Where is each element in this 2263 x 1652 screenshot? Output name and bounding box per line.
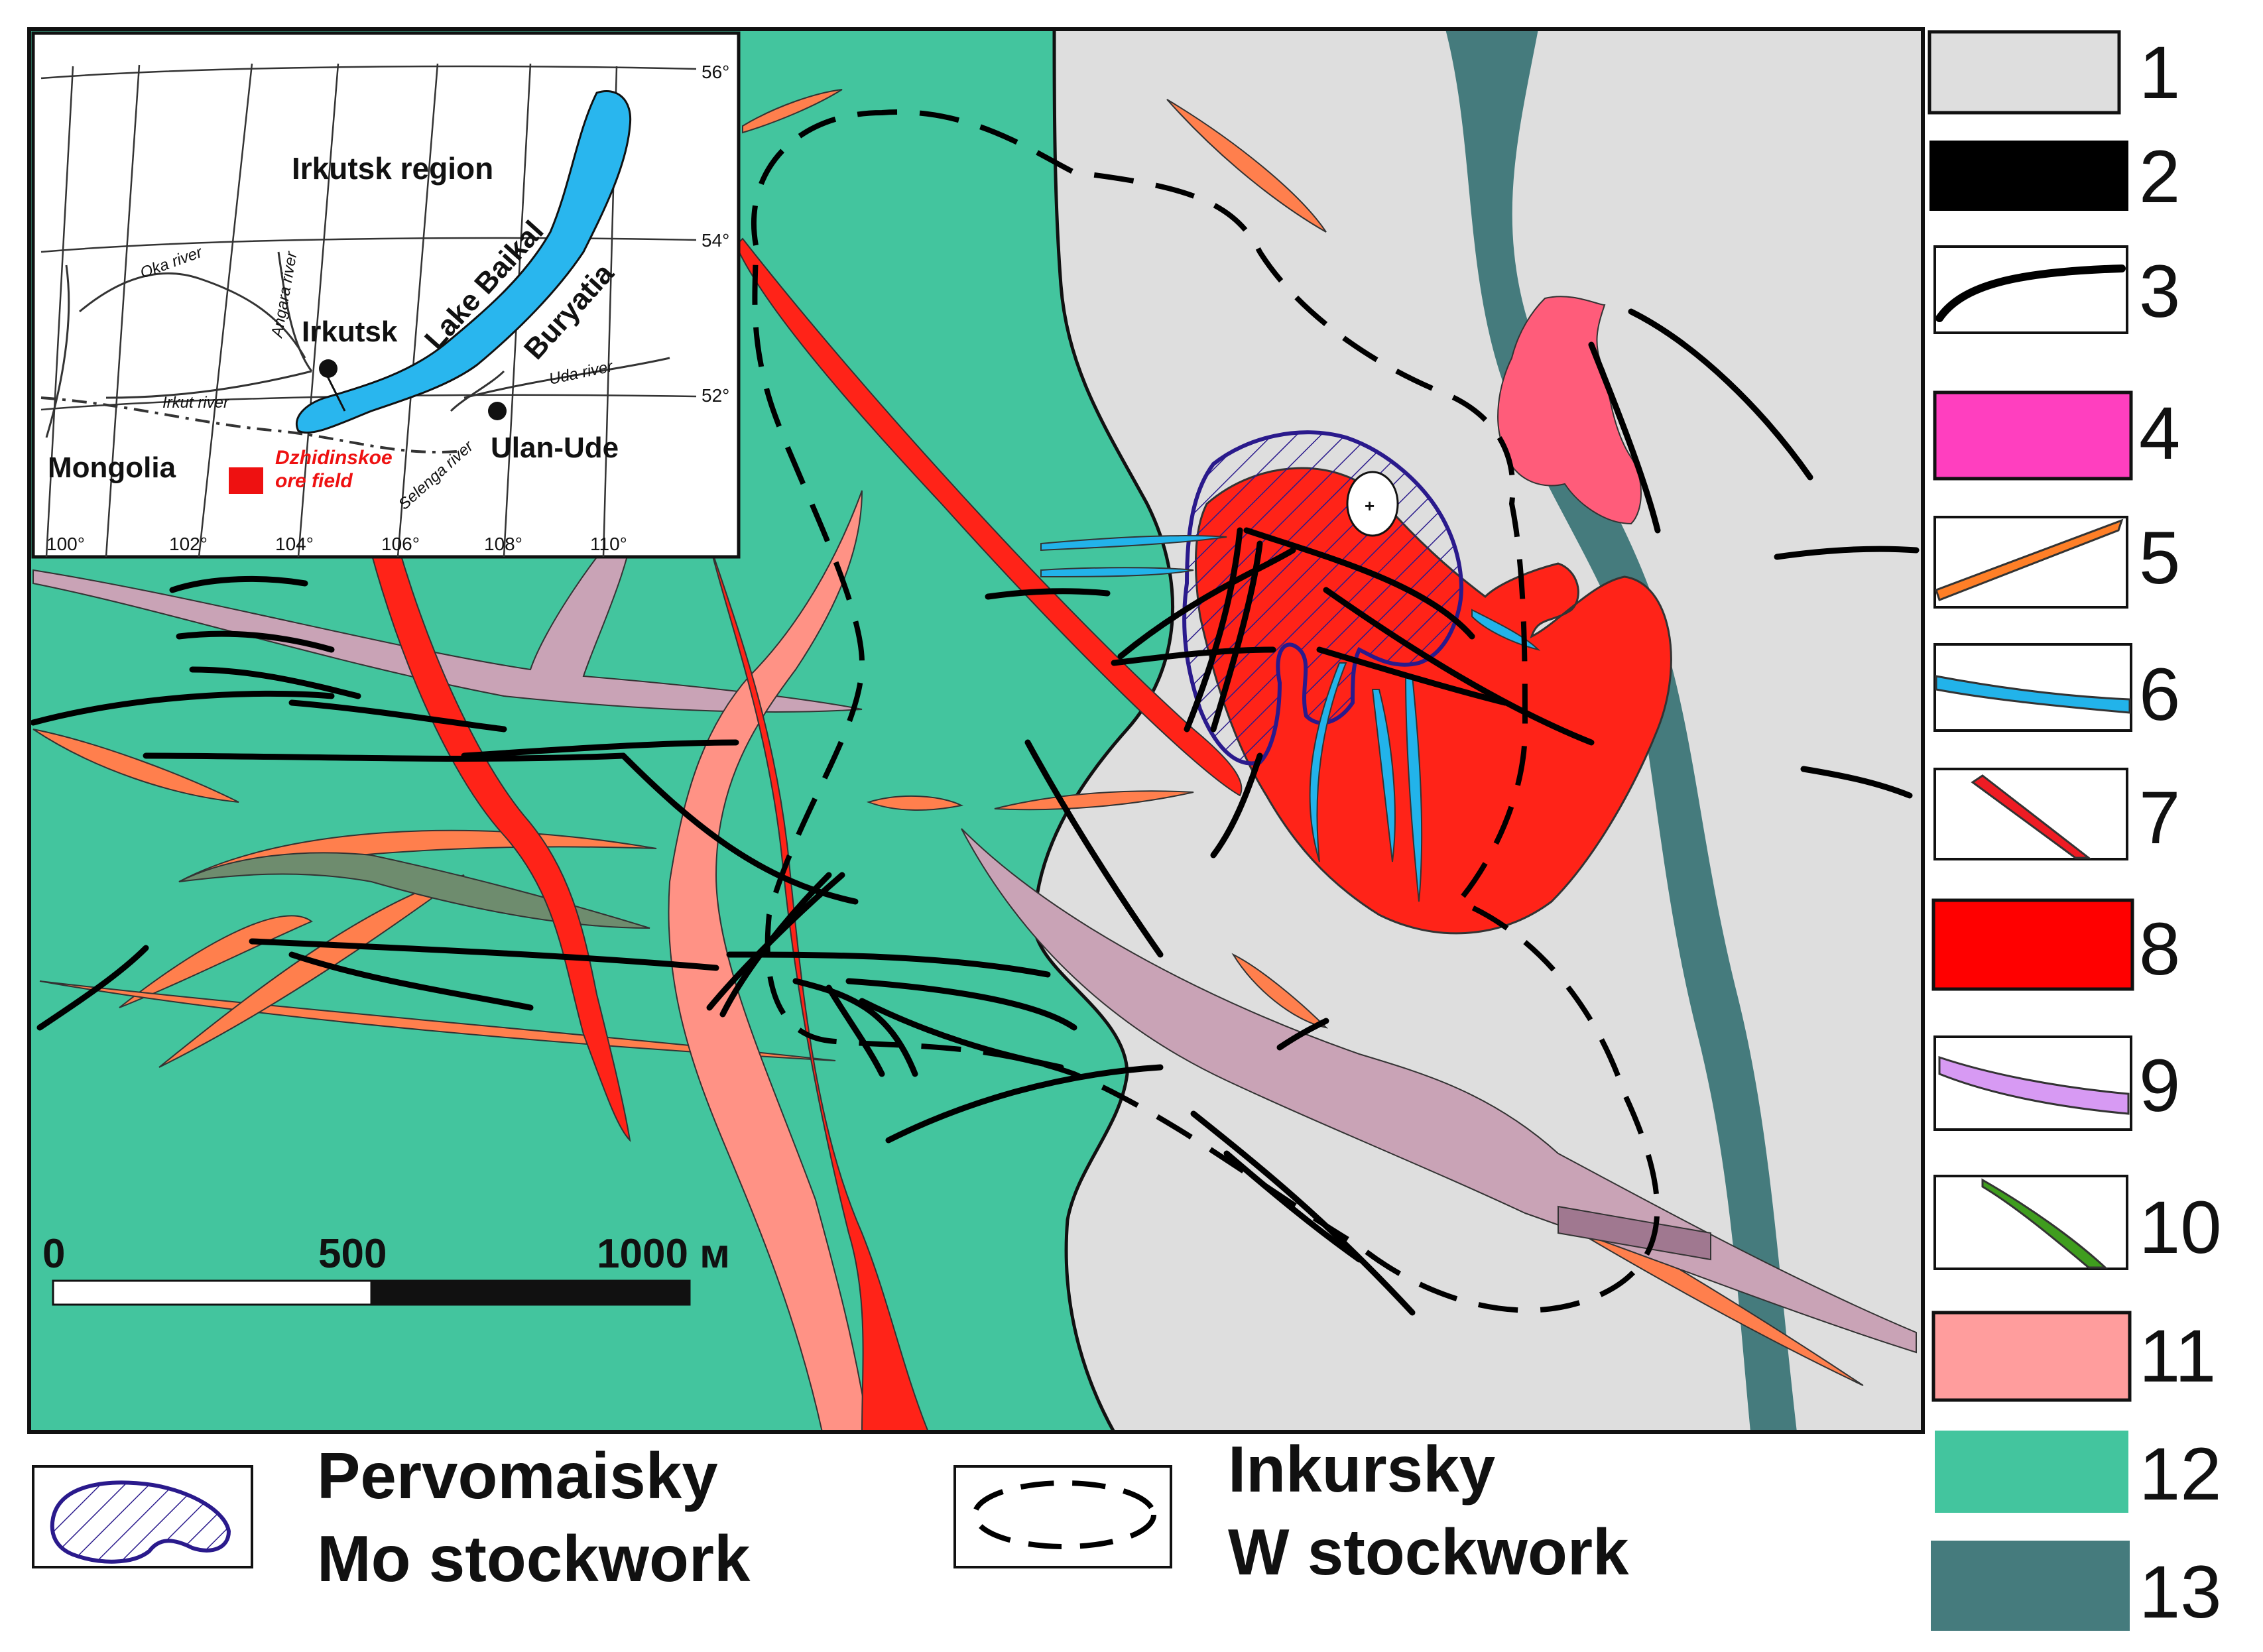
legend-num-9: 9 (2139, 1044, 2180, 1127)
unit-10-dike (178, 852, 650, 929)
label-ore-field-2: ore field (275, 470, 353, 492)
mo-stockwork-label-1: Pervomaisky (317, 1439, 718, 1512)
unit-3-faults (30, 308, 1920, 1316)
lat-label-56: 56° (702, 62, 729, 82)
svg-text:+: + (1365, 496, 1375, 516)
mo-stockwork-label-2: Mo stockwork (317, 1522, 751, 1595)
legend-num-11: 11 (2139, 1315, 2216, 1397)
legend-dike-5 (1935, 518, 2124, 601)
legend-num-12: 12 (2139, 1433, 2222, 1515)
scale-bar: 0 500 1000 м (42, 1231, 730, 1306)
label-ulan-ude: Ulan-Ude (491, 432, 619, 464)
legend-num-7: 7 (2139, 776, 2180, 859)
legend-num-6: 6 (2139, 653, 2180, 736)
legend-swatch-1 (1927, 30, 2121, 115)
lon-label-110: 110° (590, 534, 627, 554)
legend-dike-7 (1971, 774, 2092, 859)
legend-num-4: 4 (2139, 392, 2180, 475)
inset-border (40, 396, 465, 453)
lat-label-52: 52° (702, 385, 729, 406)
legend-swatch-13 (1931, 1541, 2130, 1631)
scale-label-500: 500 (318, 1231, 387, 1277)
legend: 1 2 3 4 5 6 7 8 9 10 11 (1927, 30, 2222, 1633)
inset-map: 56° 54° 52° 100° 102° 104° 106° 108° 110… (31, 31, 741, 559)
inset-rivers (45, 251, 670, 438)
scale-bar-half-black (370, 1279, 691, 1306)
w-stockwork-label-2: W stockwork (1228, 1515, 1629, 1588)
lon-label-104: 104° (275, 534, 314, 554)
legend-num-1: 1 (2139, 31, 2180, 114)
label-irkutsk: Irkutsk (302, 316, 398, 348)
legend-swatch-3 (1933, 245, 2128, 334)
legend-swatch-4 (1933, 390, 2133, 481)
label-irkut-river: Irkut river (162, 394, 229, 412)
label-ore-field-1: Dzhidinskoe (275, 447, 393, 469)
legend-num-13: 13 (2139, 1551, 2222, 1633)
w-stockwork-key-box (953, 1465, 1172, 1568)
ore-field-marker (229, 467, 263, 494)
map-frame (27, 27, 1925, 1434)
lon-label-108: 108° (484, 534, 522, 554)
label-irkutsk-region: Irkutsk region (292, 151, 493, 186)
legend-num-2: 2 (2139, 135, 2180, 218)
lon-label-102: 102° (169, 534, 208, 554)
irkutsk-marker (319, 359, 337, 378)
legend-dike-9 (1938, 1055, 2130, 1115)
legend-swatch-2 (1929, 141, 2128, 211)
unit-6-dikes (1040, 535, 1541, 902)
mo-stockwork-inclusion (1346, 471, 1399, 537)
w-stockwork-key-shape (972, 1480, 1156, 1549)
label-mongolia: Mongolia (48, 451, 176, 484)
legend-swatch-11 (1931, 1311, 2132, 1402)
legend-swatch-12 (1935, 1431, 2128, 1513)
ulan-ude-marker (488, 402, 507, 420)
lake-baikal (295, 89, 632, 434)
map-area: + (29, 29, 1923, 1432)
w-stockwork-label-1: Inkursky (1228, 1433, 1495, 1505)
legend-num-3: 3 (2139, 250, 2180, 333)
legend-num-5: 5 (2139, 516, 2180, 599)
legend-dike-6 (1935, 675, 2131, 714)
scale-label-0: 0 (42, 1231, 65, 1277)
mo-stockwork-key-shape (50, 1480, 231, 1564)
scale-label-1000: 1000 м (597, 1231, 730, 1277)
legend-dike-10 (1981, 1178, 2108, 1269)
lon-label-106: 106° (381, 534, 420, 554)
legend-line-3 (1935, 265, 2126, 322)
unit-4-body (1497, 296, 1642, 525)
legend-swatch-10 (1933, 1175, 2128, 1270)
legend-num-8: 8 (2139, 908, 2180, 990)
bottom-legend: Pervomaisky Mo stockwork Inkursky W stoc… (32, 1433, 1629, 1595)
lon-label-100: 100° (46, 534, 85, 554)
lat-label-54: 54° (702, 230, 729, 251)
unit-9-dikes (32, 508, 1917, 1354)
w-stockwork (751, 109, 1660, 1313)
scale-bar-half-white (52, 1279, 373, 1306)
legend-swatch-8 (1931, 898, 2134, 991)
legend-num-10: 10 (2139, 1186, 2222, 1269)
